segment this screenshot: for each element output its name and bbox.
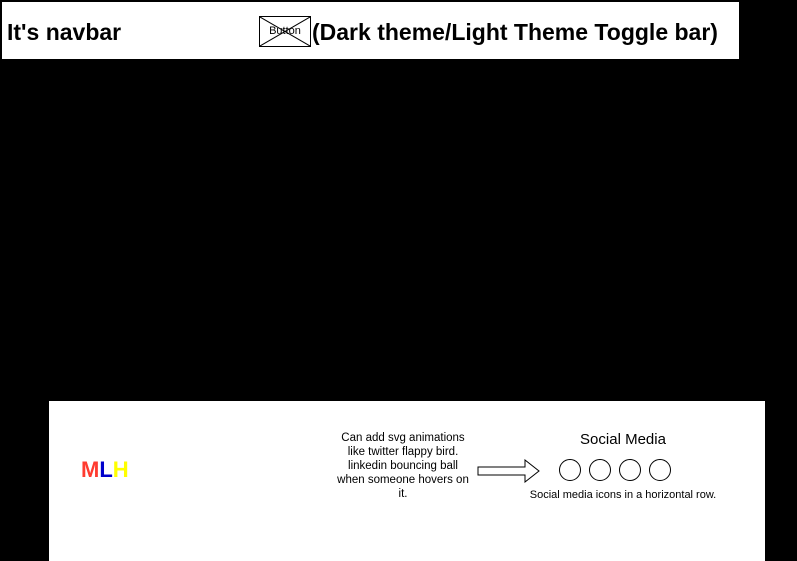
- button-placeholder-icon: [260, 17, 310, 46]
- theme-toggle-note: (Dark theme/Light Theme Toggle bar): [312, 19, 718, 45]
- social-icon-4[interactable]: [649, 459, 671, 481]
- right-arrow-icon: [477, 459, 540, 483]
- footer: MLH Can add svg animations like twitter …: [49, 401, 765, 561]
- social-icon-1[interactable]: [559, 459, 581, 481]
- social-media-title: Social Media: [580, 431, 666, 448]
- theme-toggle-button-label: Button: [269, 25, 301, 37]
- social-icon-3[interactable]: [619, 459, 641, 481]
- social-icons-row: [557, 459, 673, 483]
- svg-animation-note: Can add svg animations like twitter flap…: [337, 432, 469, 500]
- theme-toggle-button[interactable]: Button: [259, 16, 311, 47]
- social-icon-2[interactable]: [589, 459, 611, 481]
- logo-letter-h: H: [112, 457, 129, 482]
- logo-letter-l: L: [99, 457, 113, 482]
- navbar: It's navbar Button (Dark theme/Light The…: [1, 1, 740, 60]
- logo-letter-m: M: [81, 457, 100, 482]
- navbar-title: It's navbar: [7, 19, 122, 45]
- social-media-note: Social media icons in a horizontal row.: [529, 489, 717, 501]
- mlh-logo[interactable]: MLH: [81, 457, 129, 483]
